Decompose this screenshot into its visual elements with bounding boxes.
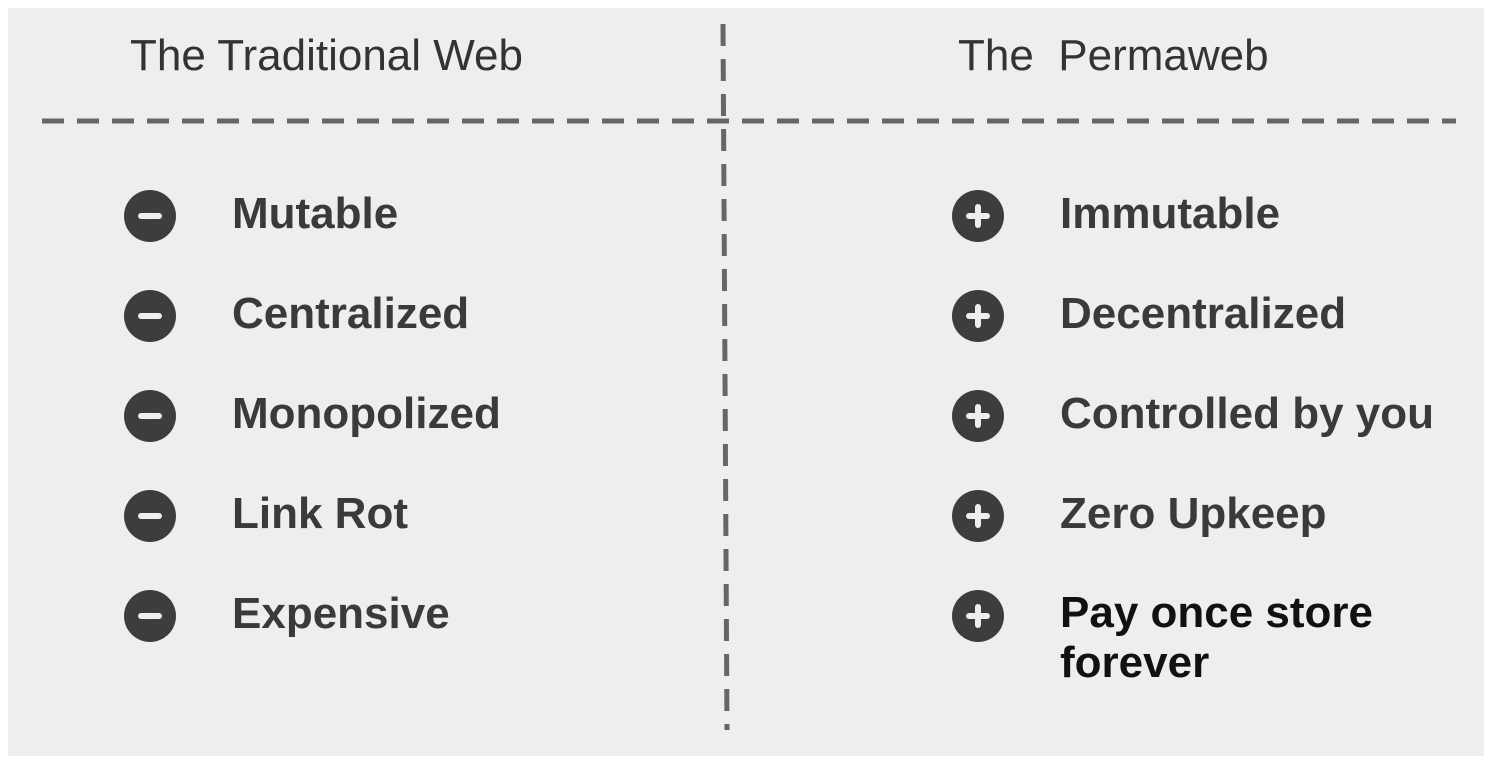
minus-circle-icon [124, 390, 176, 442]
list-item: Zero Upkeep [952, 486, 1472, 586]
item-label: Pay once store forever [1060, 588, 1374, 687]
permaweb-list: Immutable Decentralized Controlled by yo… [952, 186, 1472, 687]
list-item: Monopolized [124, 386, 684, 486]
minus-circle-icon [124, 490, 176, 542]
comparison-panel [8, 8, 1484, 756]
traditional-web-list: Mutable Centralized Monopolized Link Rot… [124, 186, 684, 686]
minus-circle-icon [124, 590, 176, 642]
list-item: Mutable [124, 186, 684, 286]
item-label: Decentralized [1060, 289, 1347, 338]
list-item: Centralized [124, 286, 684, 386]
item-label: Expensive [232, 589, 450, 638]
minus-circle-icon [124, 290, 176, 342]
permaweb-heading: The Permaweb [958, 31, 1269, 80]
item-label: Mutable [232, 189, 399, 238]
traditional-web-heading: The Traditional Web [130, 31, 523, 80]
item-label: Link Rot [232, 489, 408, 538]
plus-circle-icon [952, 590, 1004, 642]
list-item: Link Rot [124, 486, 684, 586]
plus-circle-icon [952, 390, 1004, 442]
item-label: Zero Upkeep [1060, 489, 1327, 538]
list-item: Immutable [952, 186, 1472, 286]
item-label: Centralized [232, 289, 470, 338]
list-item: Controlled by you [952, 386, 1472, 486]
list-item: Decentralized [952, 286, 1472, 386]
item-label: Monopolized [232, 389, 501, 438]
vertical-divider [720, 23, 730, 731]
list-item: Pay once store forever [952, 586, 1472, 687]
item-label: Controlled by you [1060, 389, 1434, 438]
plus-circle-icon [952, 490, 1004, 542]
item-label: Immutable [1060, 189, 1281, 238]
plus-circle-icon [952, 290, 1004, 342]
minus-circle-icon [124, 190, 176, 242]
plus-circle-icon [952, 190, 1004, 242]
list-item: Expensive [124, 586, 684, 686]
